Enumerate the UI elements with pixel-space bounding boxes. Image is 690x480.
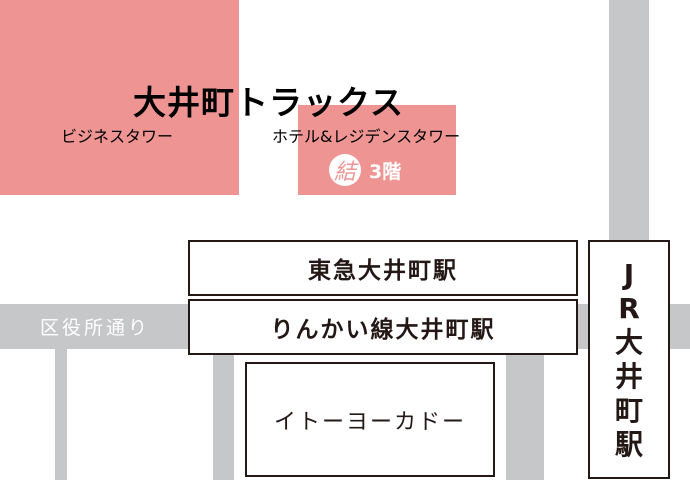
hotel-residence-tower-block bbox=[298, 105, 456, 195]
rinkai-oimachi-station[interactable]: りんかい線大井町駅 bbox=[188, 299, 578, 355]
hotel-residence-tower-label: ホテル&レジデンスタワー bbox=[272, 127, 461, 146]
business-tower-block bbox=[0, 0, 239, 195]
road-vertical-mid-right bbox=[506, 354, 544, 480]
road-vertical-mid-left bbox=[213, 354, 234, 480]
jr-oimachi-station[interactable]: J R 大 井 町 駅 bbox=[588, 240, 670, 479]
rinkai-station-label: りんかい線大井町駅 bbox=[270, 317, 496, 343]
tokyu-station-label: 東急大井町駅 bbox=[308, 258, 458, 284]
ito-yokado-store[interactable]: イトーヨーカドー bbox=[245, 362, 495, 477]
business-tower-label: ビジネスタワー bbox=[61, 127, 174, 146]
road-kuyakusho-dori: 区役所通り bbox=[0, 304, 190, 349]
road-segment-between-stations bbox=[577, 304, 589, 349]
tokyu-oimachi-station[interactable]: 東急大井町駅 bbox=[188, 240, 578, 296]
yui-floor-info: 結 3階 bbox=[329, 154, 401, 186]
map-title: 大井町トラックス bbox=[133, 83, 405, 122]
store-label: イトーヨーカドー bbox=[273, 409, 466, 435]
jr-station-label: J R 大 井 町 駅 bbox=[614, 257, 643, 461]
floor-label: 3階 bbox=[369, 160, 402, 183]
road-label: 区役所通り bbox=[39, 317, 150, 339]
road-segment-right bbox=[670, 304, 690, 349]
road-vertical-left bbox=[55, 349, 67, 480]
yui-logo-icon: 結 bbox=[329, 154, 361, 186]
road-vertical-top-right bbox=[609, 0, 649, 240]
